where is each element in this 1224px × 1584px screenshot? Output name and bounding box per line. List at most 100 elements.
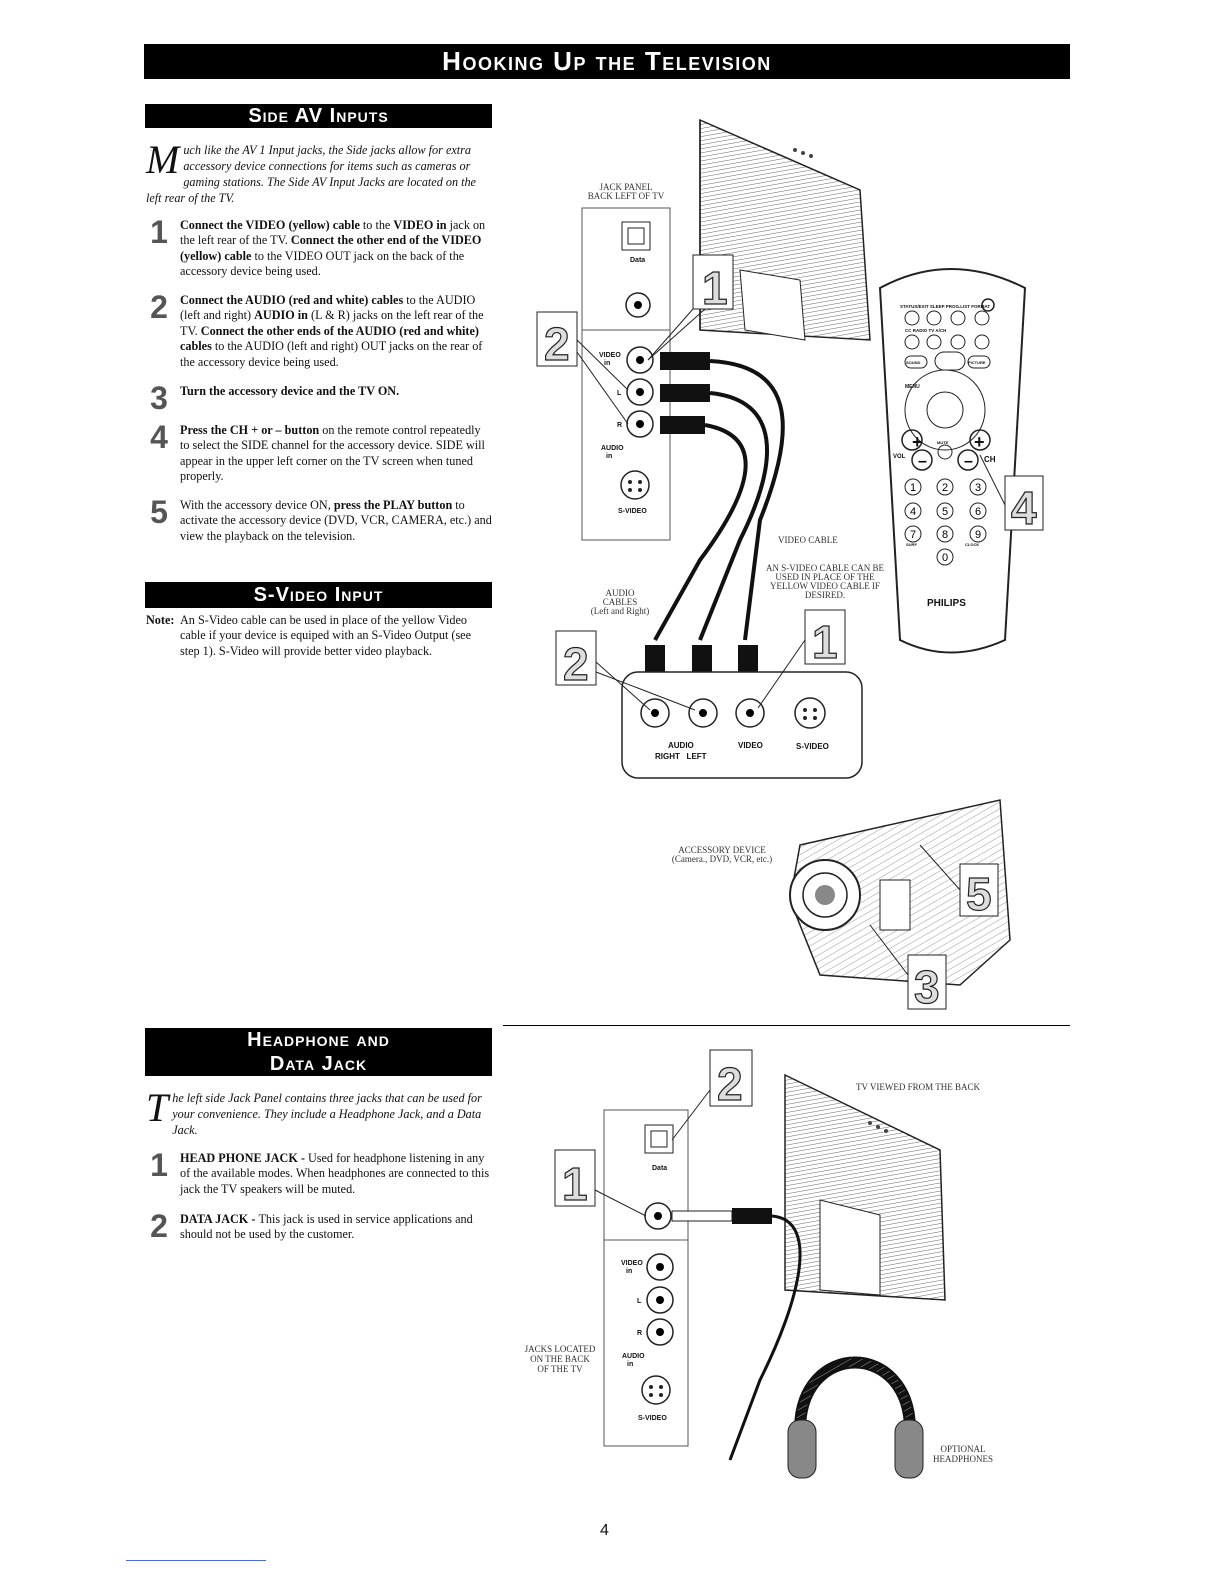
step-text-run: to the AUDIO (left and right) OUT jacks … <box>180 339 483 369</box>
remote-key-2 <box>936 478 954 496</box>
note-text: An S-Video cable can be used in place of… <box>180 613 472 658</box>
intro-dropcap: M <box>146 137 180 182</box>
remote-key-label: 8 <box>942 529 948 541</box>
step-text-bold: AUDIO in <box>254 308 308 323</box>
tv-back-illustration-2 <box>784 1073 946 1301</box>
remote-key-7 <box>904 525 922 543</box>
svideo-note: Note: An S-Video cable can be used in pl… <box>146 613 492 659</box>
remote-key-label: 3 <box>975 482 981 494</box>
step-number: 1 <box>150 1147 168 1183</box>
step-5: 5 With the accessory device ON, press the… <box>146 494 492 544</box>
video-label-2: VIDEO <box>621 1260 643 1267</box>
step-text-bold: Turn the accessory device and the TV ON. <box>180 384 400 398</box>
data-label-2: Data <box>652 1165 667 1172</box>
callout-d2-1: 1 <box>562 1158 588 1210</box>
camcorder-illustration <box>789 799 1011 986</box>
step-text: Turn the accessory device and the TV ON. <box>180 384 492 399</box>
callout-d1-3: 3 <box>914 961 940 1013</box>
step-text-run: to the <box>359 218 394 232</box>
audio-cables-3: (Left and Right) <box>591 606 649 616</box>
accessory-jack-box <box>621 671 863 779</box>
step-text-bold: Connect the AUDIO (red and white) cables <box>180 293 404 307</box>
step-text: Press the CH + or – button on the remote… <box>180 423 492 485</box>
remote-key-label: 7 <box>910 529 916 541</box>
step-text-bold: press the PLAY button <box>333 498 453 512</box>
svideo-note-1: AN S-VIDEO CABLE CAN BE <box>766 563 885 573</box>
dev-svideo-label: S-VIDEO <box>796 742 829 751</box>
remote-sound: SOUND <box>906 360 921 365</box>
remote-key-label: 5 <box>942 506 948 518</box>
dev-right-left-label: RIGHT LEFT <box>655 752 707 761</box>
callouts-diagram1: 1 2 2 1 4 5 3 <box>536 254 1044 1014</box>
dev-audio-label: AUDIO <box>668 741 694 750</box>
remote-mute: MUTE <box>937 440 949 445</box>
step-text-run: With the accessory device ON, <box>180 498 334 512</box>
step-text: HEAD PHONE JACK - Used for headphone lis… <box>180 1151 492 1197</box>
remote-row2: CC RADIO TV A/CH <box>905 328 946 333</box>
jack-panel-1 <box>581 207 671 541</box>
remote-key-6 <box>969 502 987 520</box>
section-title-svideo: S-Video Input <box>145 582 492 608</box>
optional-label-1: OPTIONAL <box>941 1444 986 1454</box>
callout-d1-1b: 1 <box>812 616 838 668</box>
section-title-headphone: Headphone and Data Jack <box>145 1028 492 1076</box>
step-text-bold: Connect the VIDEO (yellow) cable <box>180 218 360 232</box>
jack-panel-2 <box>603 1109 689 1447</box>
svideo-note-2: USED IN PLACE OF THE <box>775 572 875 582</box>
remote-vol: VOL <box>893 454 906 460</box>
svg-text:+: + <box>974 432 985 452</box>
accessory-label-1: ACCESSORY DEVICE <box>678 845 766 855</box>
svg-text:–: – <box>964 453 973 470</box>
jacks-located-2: ON THE BACK <box>530 1354 590 1364</box>
video-label: VIDEO <box>599 352 621 359</box>
step-text: Connect the AUDIO (red and white) cables… <box>180 293 492 370</box>
step-text-run: jack on the left rear of the TV. <box>180 218 486 248</box>
step-text-bold: HEAD PHONE JACK - <box>180 1151 308 1165</box>
audio-cables-1: AUDIO <box>606 588 635 598</box>
remote-key-4 <box>904 502 922 520</box>
svideo-note-3: YELLOW VIDEO CABLE IF <box>770 581 880 591</box>
remote-key-label: 6 <box>975 506 981 518</box>
audio-label: AUDIO <box>601 445 624 452</box>
audio-in-label: in <box>606 453 612 460</box>
callout-d1-5: 5 <box>966 868 992 920</box>
step-number: 5 <box>150 494 168 530</box>
remote-key-9 <box>969 525 987 543</box>
video-in-label: in <box>604 360 610 367</box>
section-title-side-av: Side AV Inputs <box>145 104 492 128</box>
r-label-2: R <box>637 1330 642 1337</box>
jack-panel-label-2: BACK LEFT OF TV <box>588 191 665 201</box>
note-label: Note: <box>146 613 175 627</box>
step-1: 1 HEAD PHONE JACK - Used for headphone li… <box>146 1147 492 1197</box>
remote-brand: PHILIPS <box>927 598 966 609</box>
svideo-label: S-VIDEO <box>618 508 647 515</box>
tv-back-label: TV VIEWED FROM THE BACK <box>856 1082 981 1092</box>
step-text-run: on the remote control repeatedly to sele… <box>180 423 485 484</box>
r-label: R <box>617 422 622 429</box>
remote-key-label: 4 <box>910 506 916 518</box>
step-number: 3 <box>150 380 168 416</box>
headphone-title-line2: Data Jack <box>269 1053 368 1075</box>
callout-d1-1: 1 <box>702 262 728 314</box>
headphone-title-line1: Headphone and <box>247 1029 390 1051</box>
accessory-label-2: (Camera., DVD, VCR, etc.) <box>672 854 772 864</box>
page-number: 4 <box>600 1522 609 1539</box>
step-text: Connect the VIDEO (yellow) cable to the … <box>180 218 492 280</box>
audio-cables-2: CABLES <box>603 597 638 607</box>
remote-key-3 <box>969 478 987 496</box>
step-text-bold: DATA JACK - <box>180 1212 259 1226</box>
section-divider <box>503 1025 1070 1026</box>
step-3: 3 Turn the accessory device and the TV ON… <box>146 382 492 414</box>
remote-key-5 <box>936 502 954 520</box>
headphones-illustration <box>671 1208 924 1479</box>
step-text-run: (L & R) jacks on the left rear of the TV… <box>180 308 484 338</box>
remote-picture: PICTURE <box>968 360 986 365</box>
step-text-run: Used for headphone listening in any of t… <box>180 1151 490 1196</box>
remote-key-label: 1 <box>910 482 916 494</box>
svg-text:–: – <box>918 453 927 470</box>
